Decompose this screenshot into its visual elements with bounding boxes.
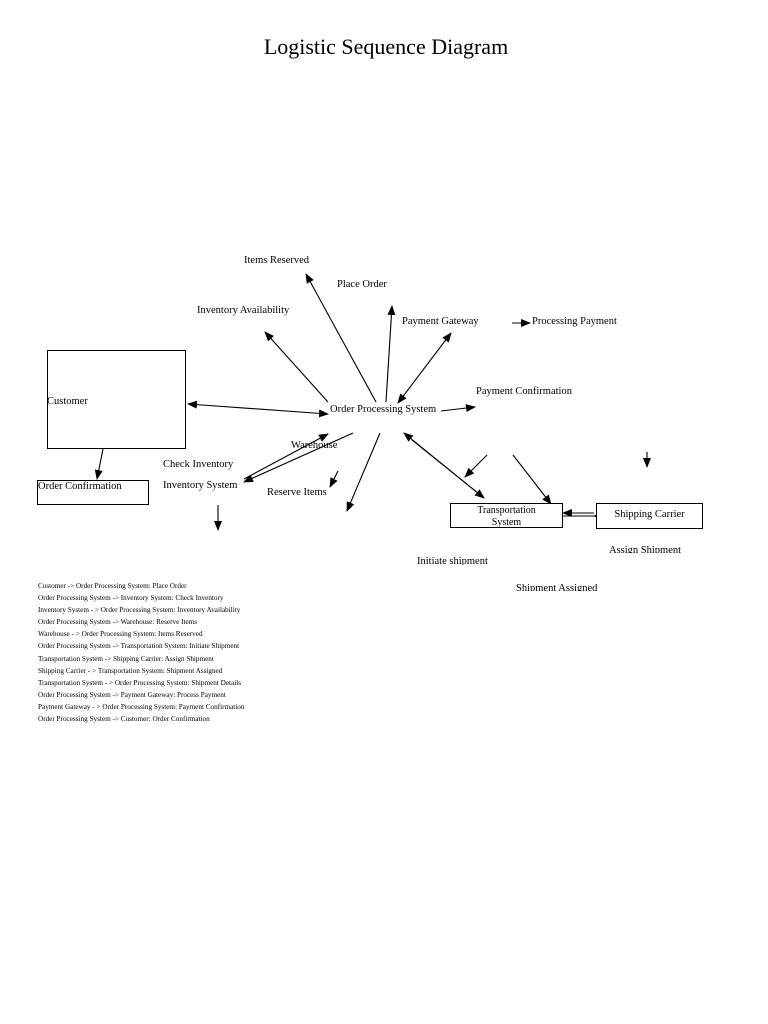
arrow-reserve-items (329, 470, 339, 488)
log-line: Shipping Carrier - > Transportation Syst… (38, 666, 223, 675)
log-line: Warehouse - > Order Processing System: I… (38, 630, 203, 639)
initiate-shipment-label: Initiate shipment (417, 556, 488, 565)
order-confirmation-label: Order Confirmation (38, 481, 122, 492)
customer-box (47, 350, 186, 449)
inventory-availability-label: Inventory Availability (197, 305, 290, 316)
warehouse-label: Warehouse (291, 440, 338, 451)
shipping-carrier-label: Shipping Carrier (614, 509, 685, 520)
processing-payment-label: Processing Payment (532, 316, 617, 327)
arrow-small-transport (464, 454, 488, 478)
arrow-ops-transport-2 (411, 439, 485, 499)
initiate-shipment-clip: Initiate shipment (417, 556, 517, 565)
shipment-assigned-clip: Shipment Assigned (516, 583, 616, 591)
customer-label: Customer (47, 396, 88, 407)
log-line: Inventory System - > Order Processing Sy… (38, 606, 241, 615)
transportation-system-box: Transportation System (450, 503, 563, 528)
assign-shipment-label: Assign Shipment (609, 545, 682, 553)
arrow-inventory-availability (264, 331, 329, 403)
payment-confirmation-label: Payment Confirmation (476, 386, 572, 397)
log-line: Order Processing System -> Customer: Ord… (38, 715, 210, 724)
log-line: Order Processing System -> Warehouse: Re… (38, 618, 198, 627)
arrow-place-order (385, 305, 396, 403)
assign-shipment-clip: Assign Shipment (609, 545, 709, 553)
shipping-carrier-box (596, 503, 703, 529)
items-reserved-label: Items Reserved (244, 255, 310, 266)
page-title: Logistic Sequence Diagram (263, 34, 509, 59)
arrow-warehouse (243, 433, 329, 480)
arrow-order-confirmation (94, 448, 104, 480)
transportation-system-label: Transportation System (477, 505, 536, 528)
arrow-payment-confirmation (440, 404, 476, 413)
message-log: Customer -> Order Processing System: Pla… (38, 580, 244, 725)
payment-gateway-label: Payment Gateway (402, 316, 479, 327)
place-order-label: Place Order (337, 279, 387, 290)
log-line: Order Processing System -> Payment Gatew… (38, 690, 226, 699)
arrow-shipment-details (512, 454, 552, 505)
arrow-check-inventory (243, 432, 354, 483)
log-line: Transportation System - > Order Processi… (38, 678, 242, 687)
log-line: Customer -> Order Processing System: Pla… (38, 582, 187, 590)
inventory-system-label: Inventory System (163, 480, 238, 491)
log-line: Order Processing System -> Transportatio… (38, 642, 240, 651)
arrow-ops-down (346, 432, 381, 512)
order-confirmation-box (37, 480, 149, 505)
arrow-customer-ops (187, 400, 329, 418)
log-line: Order Processing System -> Inventory Sys… (38, 594, 224, 603)
log-line: Transportation System -> Shipping Carrie… (38, 654, 214, 663)
log-line: Payment Gateway - > Order Processing Sys… (38, 702, 245, 711)
shipment-assigned-label: Shipment Assigned (516, 583, 598, 591)
arrow-items-reserved (305, 273, 377, 403)
order-processing-system-label: Order Processing System (330, 404, 437, 415)
reserve-items-label: Reserve Items (267, 487, 327, 498)
arrow-payment-gateway (397, 332, 452, 404)
check-inventory-label: Check Inventory (163, 459, 234, 470)
